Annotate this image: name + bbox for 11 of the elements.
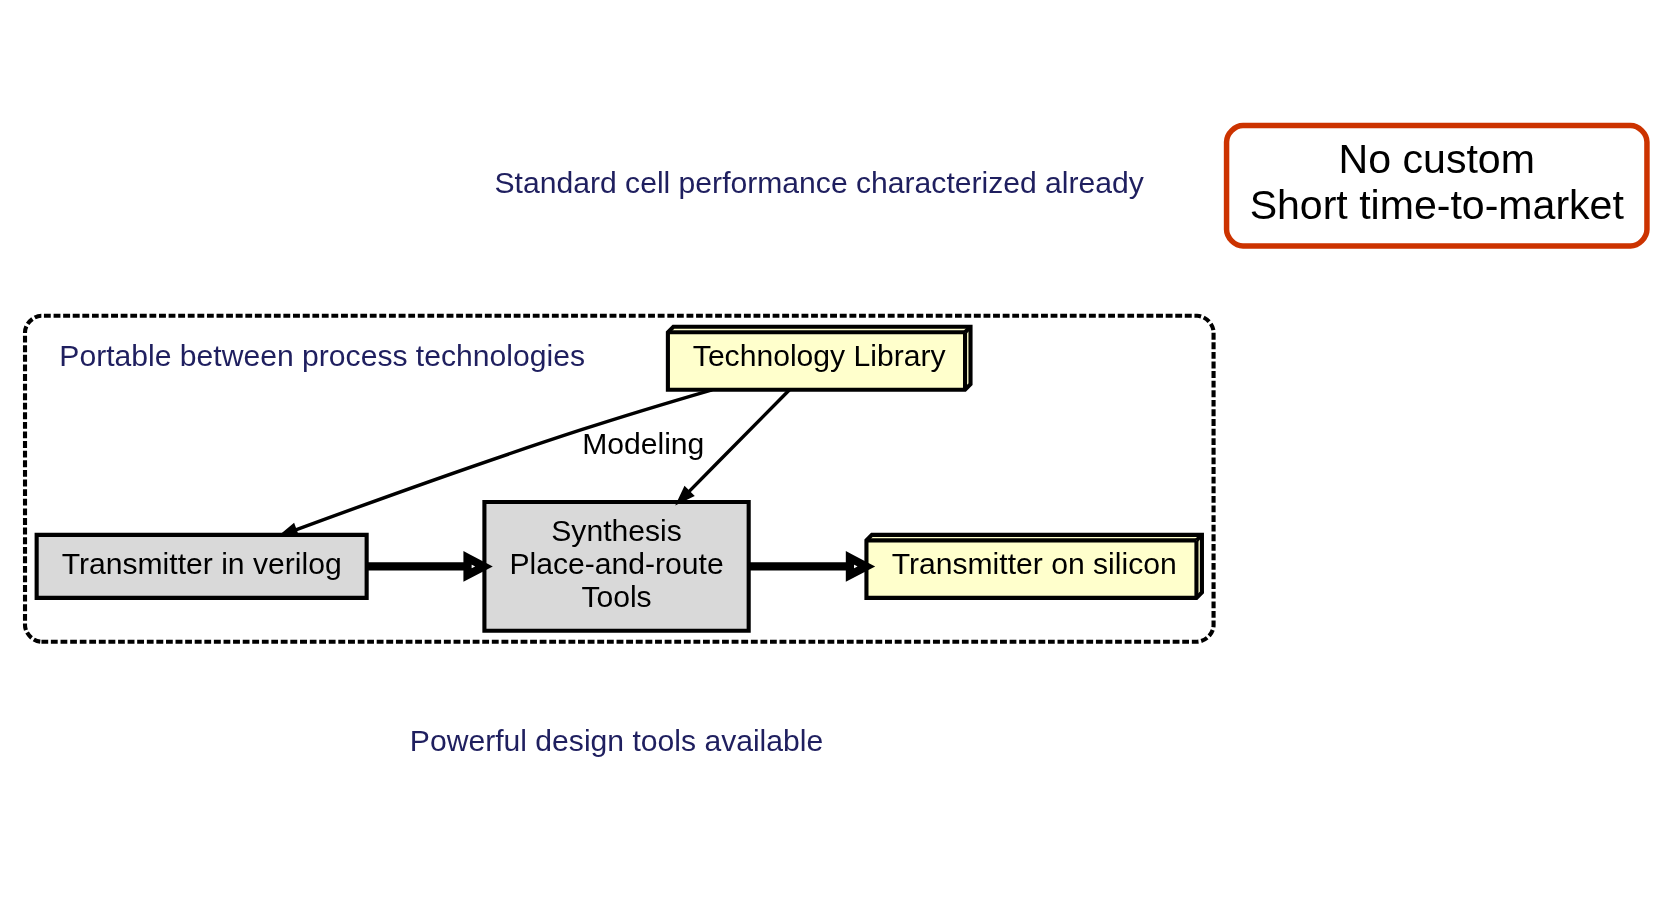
node-box: No custom Short time-to-market	[1223, 122, 1650, 249]
arrow	[748, 550, 876, 582]
label: Portable between process technologies	[59, 338, 585, 372]
arrow	[675, 388, 791, 506]
node-box: Transmitter in verilog	[34, 532, 369, 600]
label: Powerful design tools available	[409, 723, 824, 757]
node-box: Synthesis Place-and-route Tools	[482, 499, 751, 633]
cluster	[22, 313, 1216, 644]
arrow	[366, 550, 493, 582]
edge-label: Modeling	[582, 426, 705, 460]
label: Standard cell performance characterized already	[494, 166, 1144, 200]
